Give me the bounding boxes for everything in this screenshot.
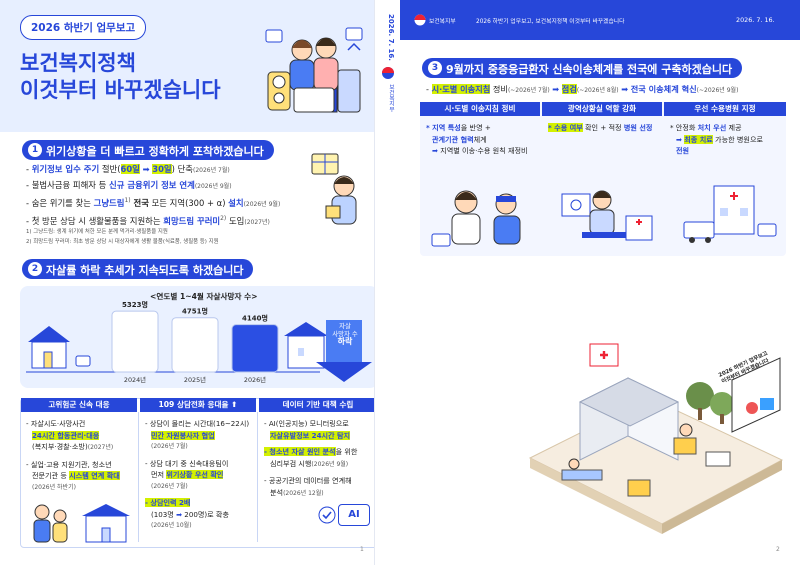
section1-number: 1 [28, 143, 42, 157]
left-page: 2026 하반기 업무보고 보건복지정책 이것부터 바꾸겠습니다 1 위기상황을 … [0, 0, 374, 565]
ai-monitor-icon: AI [338, 504, 370, 526]
hospital-with-ambulance-illustration [683, 185, 777, 243]
section3-heading: 3 9월까지 중증응급환자 신속이송체계를 전국에 구축하겠습니다 [422, 58, 743, 78]
page-number-right: 2 [776, 546, 780, 553]
bar-2025년 [171, 317, 219, 373]
footnote-2: 2) 희망드림 꾸러미: 최초 방문 상담 시 대상자에게 생활 물품(식료품,… [26, 239, 219, 245]
category-label: 2026년 [244, 375, 266, 384]
control-room-illustration [561, 190, 653, 241]
s3-col2-text: * 수용 여부 확인 + 적정 병원 선정 [548, 123, 653, 132]
header-date: 2026. 7. 16. [736, 16, 775, 24]
right-header [400, 0, 800, 40]
section1-bullet-4: - 첫 방문 상담 시 생활물품을 지원하는 희망드림 꾸러미2) 도입(202… [26, 214, 270, 226]
section1-heading: 1 위기상황을 더 빠르고 정확하게 포착하겠습니다 [22, 140, 274, 160]
section1-bullets: - 위기정보 입수 주기 절반(60일 ➡ 30일) 단축(2026년 7월) … [26, 162, 280, 230]
right-page: 보건복지부 2026 하반기 업무보고, 보건복지정책 이것부터 바꾸겠습니다 … [400, 0, 800, 565]
s3-col1-heading: 시·도별 이송지침 정비 [420, 102, 540, 116]
section1-heading-text: 위기상황을 더 빠르고 정확하게 포착하겠습니다 [46, 145, 264, 158]
bar-2024년 [111, 310, 159, 373]
spine-date: 2026. 7. 16. [387, 14, 395, 61]
s3-col3-heading: 우선 수용병원 지정 [664, 102, 786, 116]
spine-org: 보건복지부 [388, 84, 394, 112]
isometric-hospital-illustration [528, 343, 784, 534]
page-number-left: 1 [360, 546, 364, 553]
suicide-deaths-bar-chart: 5323명 2024년 4751명 2025년 4140명 2026년 [26, 300, 372, 384]
house-illustration-right [284, 322, 328, 369]
report-badge: 2026 하반기 업무보고 [20, 15, 147, 40]
header-logo-text: 보건복지부 [429, 19, 456, 25]
section3-timeline: - 시·도별 이송지침 정비(~2026년 7월) ➡ 점검(~2026년 8월… [426, 84, 739, 94]
section2-heading: 2 자살률 하락 추세가 지속되도록 하겠습니다 [22, 259, 254, 279]
category-label: 2025년 [184, 375, 206, 384]
col1-text: - 자살시도·사망사건 24시간 합동관리·대응 (복지부·경찰·소방)(202… [26, 419, 120, 491]
col3-heading: 데이터 기반 대책 수립 [259, 398, 374, 412]
bar-value-label: 5323명 [122, 300, 148, 309]
category-label: 2024년 [124, 375, 146, 384]
section1-bullet-3: - 숨은 위기를 찾는 그냥드림1) 전국 모든 지역(300 + α) 설치(… [26, 197, 281, 208]
bar-2026년 [231, 324, 279, 373]
header-title: 2026 하반기 업무보고, 보건복지정책 이것부터 바꾸겠습니다 [476, 19, 625, 25]
section3-heading-text: 9월까지 중증응급환자 신속이송체계를 전국에 구축하겠습니다 [446, 63, 733, 76]
section1-bullet-1: - 위기정보 입수 주기 절반(60일 ➡ 30일) 단축(2026년 7월) [26, 164, 230, 174]
bar-value-label: 4751명 [182, 307, 208, 316]
s3-col1-text: * 지역 특성을 반영 + 관계기관 협력체계 ➡ 지역별 이송·수용 원칙 재… [426, 123, 528, 155]
family-and-school-illustration [33, 504, 130, 543]
section1-bullet-2: - 불법사금융 피해자 등 신규 금융위기 정보 연계(2026년 9월) [26, 180, 232, 190]
decline-label: 자살 사망자 수 하락 [332, 322, 358, 346]
col3-text: - AI(인공지능) 모니터링으로 자살유발정보 24시간 탐지 - 청소년 자… [264, 419, 358, 497]
chart-title: <연도별 1~4월 자살사망자 수> [150, 292, 258, 301]
spine: 2026. 7. 16. 보건복지부 [374, 0, 400, 565]
s3-col2-heading: 광역상황실 역할 강화 [542, 102, 662, 116]
section2-number: 2 [28, 262, 42, 276]
s3-col3-text: * 안정화 처치 우선 제공 ➡ 최종 치료 가능한 병원으로 전원 [670, 123, 763, 155]
col2-text: - 상담이 몰리는 시간대(16~22시) 민간 자원봉사자 협업 (2026년… [145, 419, 250, 529]
ministry-logo-icon [414, 14, 426, 26]
house-illustration-left [28, 326, 91, 369]
people-with-books-illustration [265, 27, 363, 113]
col1-heading: 고위험군 신속 대응 [21, 398, 137, 412]
col2-heading: 109 상담전화 응대율 ⬆ [140, 398, 256, 412]
ministry-logo-icon [382, 67, 394, 79]
arrow-right-icon: ➡ [176, 509, 183, 519]
paramedics-illustration [431, 190, 521, 247]
page-title-line2: 이것부터 바꾸겠습니다 [20, 78, 221, 102]
section3-number: 3 [428, 61, 442, 75]
counselor-with-gift-illustration [311, 153, 357, 225]
page-title-line1: 보건복지정책 [20, 51, 136, 75]
check-circle-icon [318, 506, 336, 524]
section2-heading-text: 자살률 하락 추세가 지속되도록 하겠습니다 [46, 264, 244, 277]
bar-value-label: 4140명 [242, 314, 268, 323]
footnote-1: 1) 그냥드림: 생계 위기에 처한 모든 분께 먹거리·생필품을 지원 [26, 229, 168, 235]
arrow-right-icon: ➡ [142, 164, 150, 174]
decline-arrow [316, 320, 372, 382]
